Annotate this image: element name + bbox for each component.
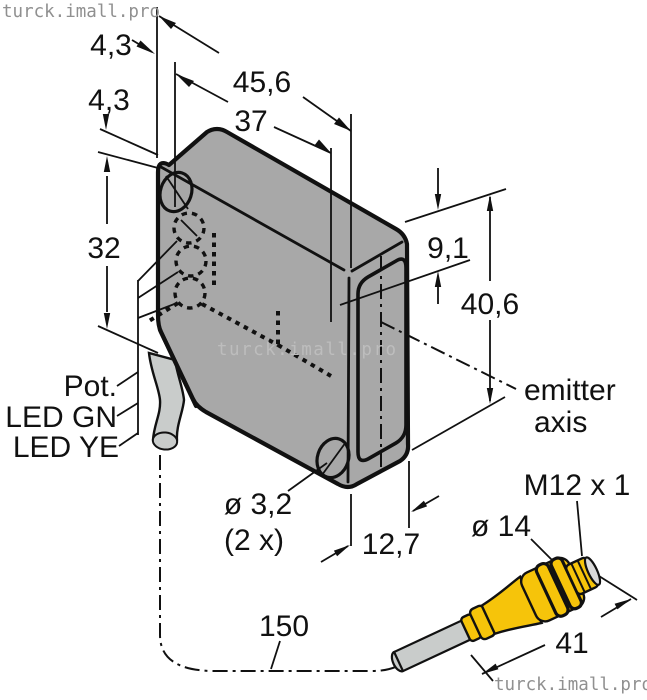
potentiometer-slot xyxy=(180,219,198,237)
emitter-axis-label-line2: axis xyxy=(534,406,587,439)
sensor-body xyxy=(147,126,471,490)
mounting-hole-bottom-axis xyxy=(321,441,347,476)
m12-connector xyxy=(390,556,602,673)
cable-route-line xyxy=(159,455,400,672)
dimension-lines xyxy=(97,7,638,682)
arrowhead xyxy=(482,663,499,674)
arrowhead xyxy=(103,313,111,329)
arrowhead xyxy=(314,139,331,153)
mounting-hole-bottom-icon xyxy=(315,436,351,480)
led-green-circle xyxy=(174,244,208,278)
arrowhead xyxy=(434,194,442,210)
arrowhead xyxy=(334,117,351,131)
dia-32-qty-label: (2 x) xyxy=(224,524,284,557)
leader-m12 xyxy=(576,500,583,557)
dim-406-label: 40,6 xyxy=(461,288,519,321)
watermark-center: turck.imall.pro xyxy=(217,340,398,360)
connector-rib1 xyxy=(534,561,570,618)
pot-label: Pot. xyxy=(64,370,117,403)
led-yellow-circle xyxy=(173,276,207,310)
leader-dia14 xyxy=(530,538,554,562)
leader-dia32 xyxy=(287,462,328,492)
leader-to-circles xyxy=(137,240,179,319)
arrowhead xyxy=(434,271,442,287)
arrowhead xyxy=(614,599,631,610)
body-chamfer-edge xyxy=(157,327,199,409)
body-silhouette xyxy=(155,126,411,490)
ext-bottom-corner xyxy=(411,396,506,451)
leader-emitter-axis xyxy=(380,321,517,390)
connector-end-cap xyxy=(583,556,602,586)
dimension-texts: 4,3 45,6 37 4,3 32 9,1 40,6 Pot. LED GN … xyxy=(5,29,630,660)
ext-top-corner xyxy=(404,188,507,223)
arrowhead xyxy=(486,195,494,211)
lens-window xyxy=(356,257,408,463)
arrowhead xyxy=(136,40,155,54)
hidden-line-diag2 xyxy=(276,343,333,378)
arrowhead xyxy=(176,74,194,87)
thread-bands xyxy=(570,560,592,593)
dim-150-label: 150 xyxy=(259,610,309,643)
mounting-hole-top-axis xyxy=(165,175,189,210)
dim-32-label: 32 xyxy=(87,232,120,265)
emitter-axis-extension xyxy=(339,259,471,306)
arrowhead xyxy=(103,156,111,172)
ext-32-top xyxy=(97,151,159,169)
led-gn-label: LED GN xyxy=(5,401,117,434)
dia-32-label: ø 3,2 xyxy=(224,488,292,521)
dim-127-label: 12,7 xyxy=(362,528,420,561)
edge-top-front xyxy=(350,240,404,273)
dia-14-label: ø 14 xyxy=(471,510,531,543)
potentiometer-circle xyxy=(172,211,206,245)
arrowhead xyxy=(159,16,176,29)
dim-43-left-label: 4,3 xyxy=(88,84,130,117)
watermark-top-left: turck.imall.pro xyxy=(2,2,160,22)
dim-41-label: 41 xyxy=(555,627,588,660)
arrowhead xyxy=(411,500,428,512)
dim-91-label: 9,1 xyxy=(427,232,469,265)
leader-labels xyxy=(116,371,139,447)
dim-43-top-label: 4,3 xyxy=(90,29,132,62)
m12-label: M12 x 1 xyxy=(524,469,631,502)
arrowhead xyxy=(333,545,350,557)
sensor-cable xyxy=(147,351,186,451)
arrowhead xyxy=(102,114,110,130)
emitter-axis-label-line1: emitter xyxy=(524,374,616,407)
mounting-hole-top-icon xyxy=(158,170,194,214)
connector-cable xyxy=(392,617,476,673)
ext-43-upper xyxy=(99,128,159,156)
dim-37-label: 37 xyxy=(234,105,267,138)
leader-150 xyxy=(270,640,281,670)
arrowhead xyxy=(486,388,494,404)
watermark-bottom-right: turck.imall.pro xyxy=(494,675,647,695)
dim-456-label: 45,6 xyxy=(233,66,291,99)
led-ye-label: LED YE xyxy=(13,431,119,464)
cable-end-cap xyxy=(151,431,179,451)
ext-32-bottom xyxy=(97,325,159,354)
